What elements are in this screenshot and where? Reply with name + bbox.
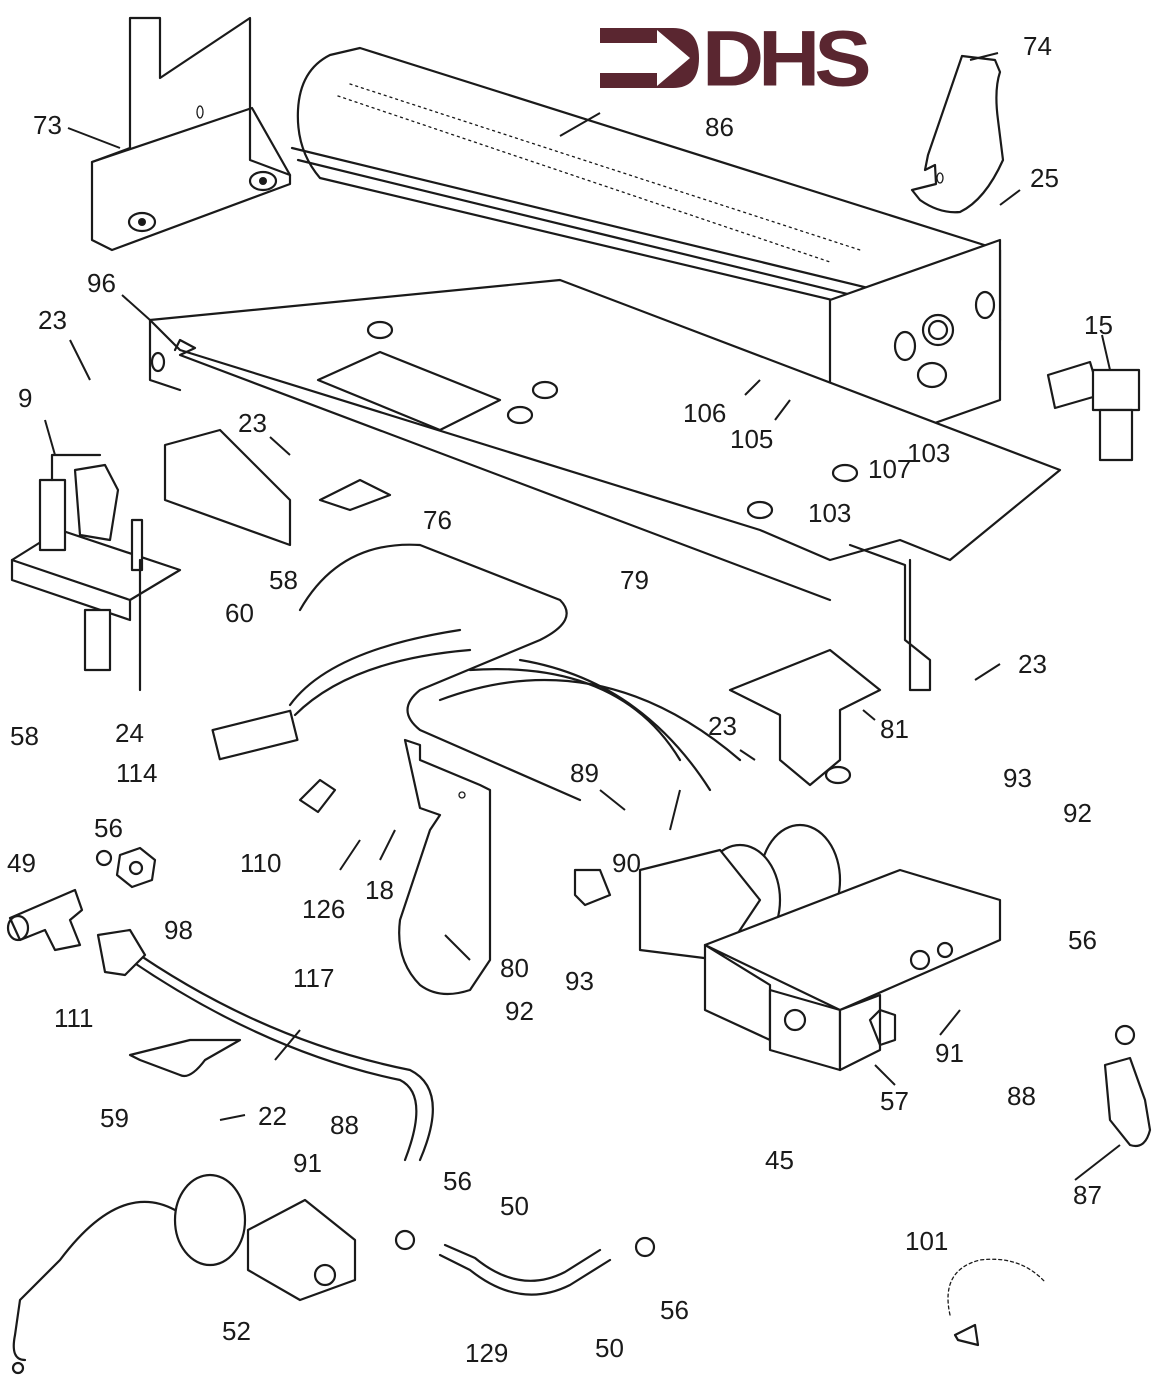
label-106: 106 bbox=[683, 398, 727, 428]
label-107: 107 bbox=[868, 454, 912, 484]
part-valve-solenoids bbox=[573, 823, 842, 962]
label-93: 93 bbox=[565, 966, 594, 996]
label-103: 103 bbox=[808, 498, 852, 528]
label-18: 18 bbox=[365, 875, 394, 905]
label-15: 15 bbox=[1084, 310, 1113, 340]
label-98: 98 bbox=[164, 915, 193, 945]
label-88: 88 bbox=[330, 1110, 359, 1140]
label-57: 57 bbox=[880, 1086, 909, 1116]
label-80: 80 bbox=[500, 953, 529, 983]
label-56: 56 bbox=[1068, 925, 1097, 955]
label-23: 23 bbox=[1018, 649, 1047, 679]
label-91: 91 bbox=[293, 1148, 322, 1178]
label-114: 114 bbox=[116, 758, 158, 788]
label-56: 56 bbox=[443, 1166, 472, 1196]
part-87-elbow bbox=[1103, 1024, 1152, 1148]
label-81: 81 bbox=[880, 714, 909, 744]
label-105: 105 bbox=[730, 424, 774, 454]
label-110: 110 bbox=[240, 848, 282, 878]
label-90: 90 bbox=[612, 848, 641, 878]
part-80-heat-shield bbox=[398, 738, 492, 996]
part-49-tee bbox=[6, 888, 84, 952]
label-59: 59 bbox=[100, 1103, 129, 1133]
label-89: 89 bbox=[570, 758, 599, 788]
label-88: 88 bbox=[1007, 1081, 1036, 1111]
leader-lines bbox=[44, 52, 1121, 1181]
label-93: 93 bbox=[1003, 763, 1032, 793]
label-25: 25 bbox=[1030, 163, 1059, 193]
label-45: 45 bbox=[765, 1145, 794, 1175]
label-58: 58 bbox=[10, 721, 39, 751]
label-24: 24 bbox=[115, 718, 144, 748]
label-91: 91 bbox=[935, 1038, 964, 1068]
label-23: 23 bbox=[38, 305, 67, 335]
logo-text: DHS bbox=[702, 14, 872, 104]
label-117: 117 bbox=[293, 963, 335, 993]
label-58: 58 bbox=[269, 565, 298, 595]
part-117-tube bbox=[96, 928, 434, 1162]
label-101: 101 bbox=[905, 1226, 949, 1256]
label-126: 126 bbox=[302, 894, 346, 924]
label-74: 74 bbox=[1023, 31, 1052, 61]
label-56: 56 bbox=[94, 813, 123, 843]
label-60: 60 bbox=[225, 598, 254, 628]
part-96-tray bbox=[148, 278, 1062, 692]
label-50: 50 bbox=[500, 1191, 529, 1221]
label-50: 50 bbox=[595, 1333, 624, 1363]
dhs-logo: DHS bbox=[595, 14, 925, 104]
label-111: 111 bbox=[54, 1003, 94, 1033]
label-73: 73 bbox=[33, 110, 62, 140]
part-81-bracket bbox=[728, 648, 882, 787]
part-74-shield bbox=[910, 54, 1005, 214]
part-98-nut bbox=[95, 846, 157, 889]
label-79: 79 bbox=[620, 565, 649, 595]
label-56: 56 bbox=[660, 1295, 689, 1325]
label-9: 9 bbox=[18, 383, 33, 413]
arrow-logo-icon bbox=[600, 28, 699, 88]
part-73-bracket bbox=[90, 16, 292, 252]
part-101-chain bbox=[947, 1258, 1046, 1347]
label-129: 129 bbox=[465, 1338, 509, 1368]
label-49: 49 bbox=[7, 848, 36, 878]
label-76: 76 bbox=[423, 505, 452, 535]
label-92: 92 bbox=[1063, 798, 1092, 828]
label-23: 23 bbox=[238, 408, 267, 438]
part-9-pilot-assembly bbox=[10, 453, 182, 692]
label-92: 92 bbox=[505, 996, 534, 1026]
part-79-wiring-harness bbox=[211, 543, 742, 814]
label-23: 23 bbox=[708, 711, 737, 741]
label-22: 22 bbox=[258, 1101, 287, 1131]
label-52: 52 bbox=[222, 1316, 251, 1346]
label-103: 103 bbox=[907, 438, 951, 468]
label-86: 86 bbox=[705, 112, 734, 142]
part-59-clamp bbox=[128, 1038, 242, 1078]
part-15-elbow-fitting bbox=[1046, 360, 1141, 462]
part-129-bent-tube bbox=[394, 1229, 656, 1296]
part-86-burner-tube bbox=[290, 46, 1002, 342]
label-87: 87 bbox=[1073, 1180, 1102, 1210]
label-96: 96 bbox=[87, 268, 116, 298]
part-52-solenoid bbox=[11, 1173, 357, 1375]
part-57-manifold bbox=[703, 868, 1002, 1072]
part-76-bracket bbox=[163, 428, 392, 547]
